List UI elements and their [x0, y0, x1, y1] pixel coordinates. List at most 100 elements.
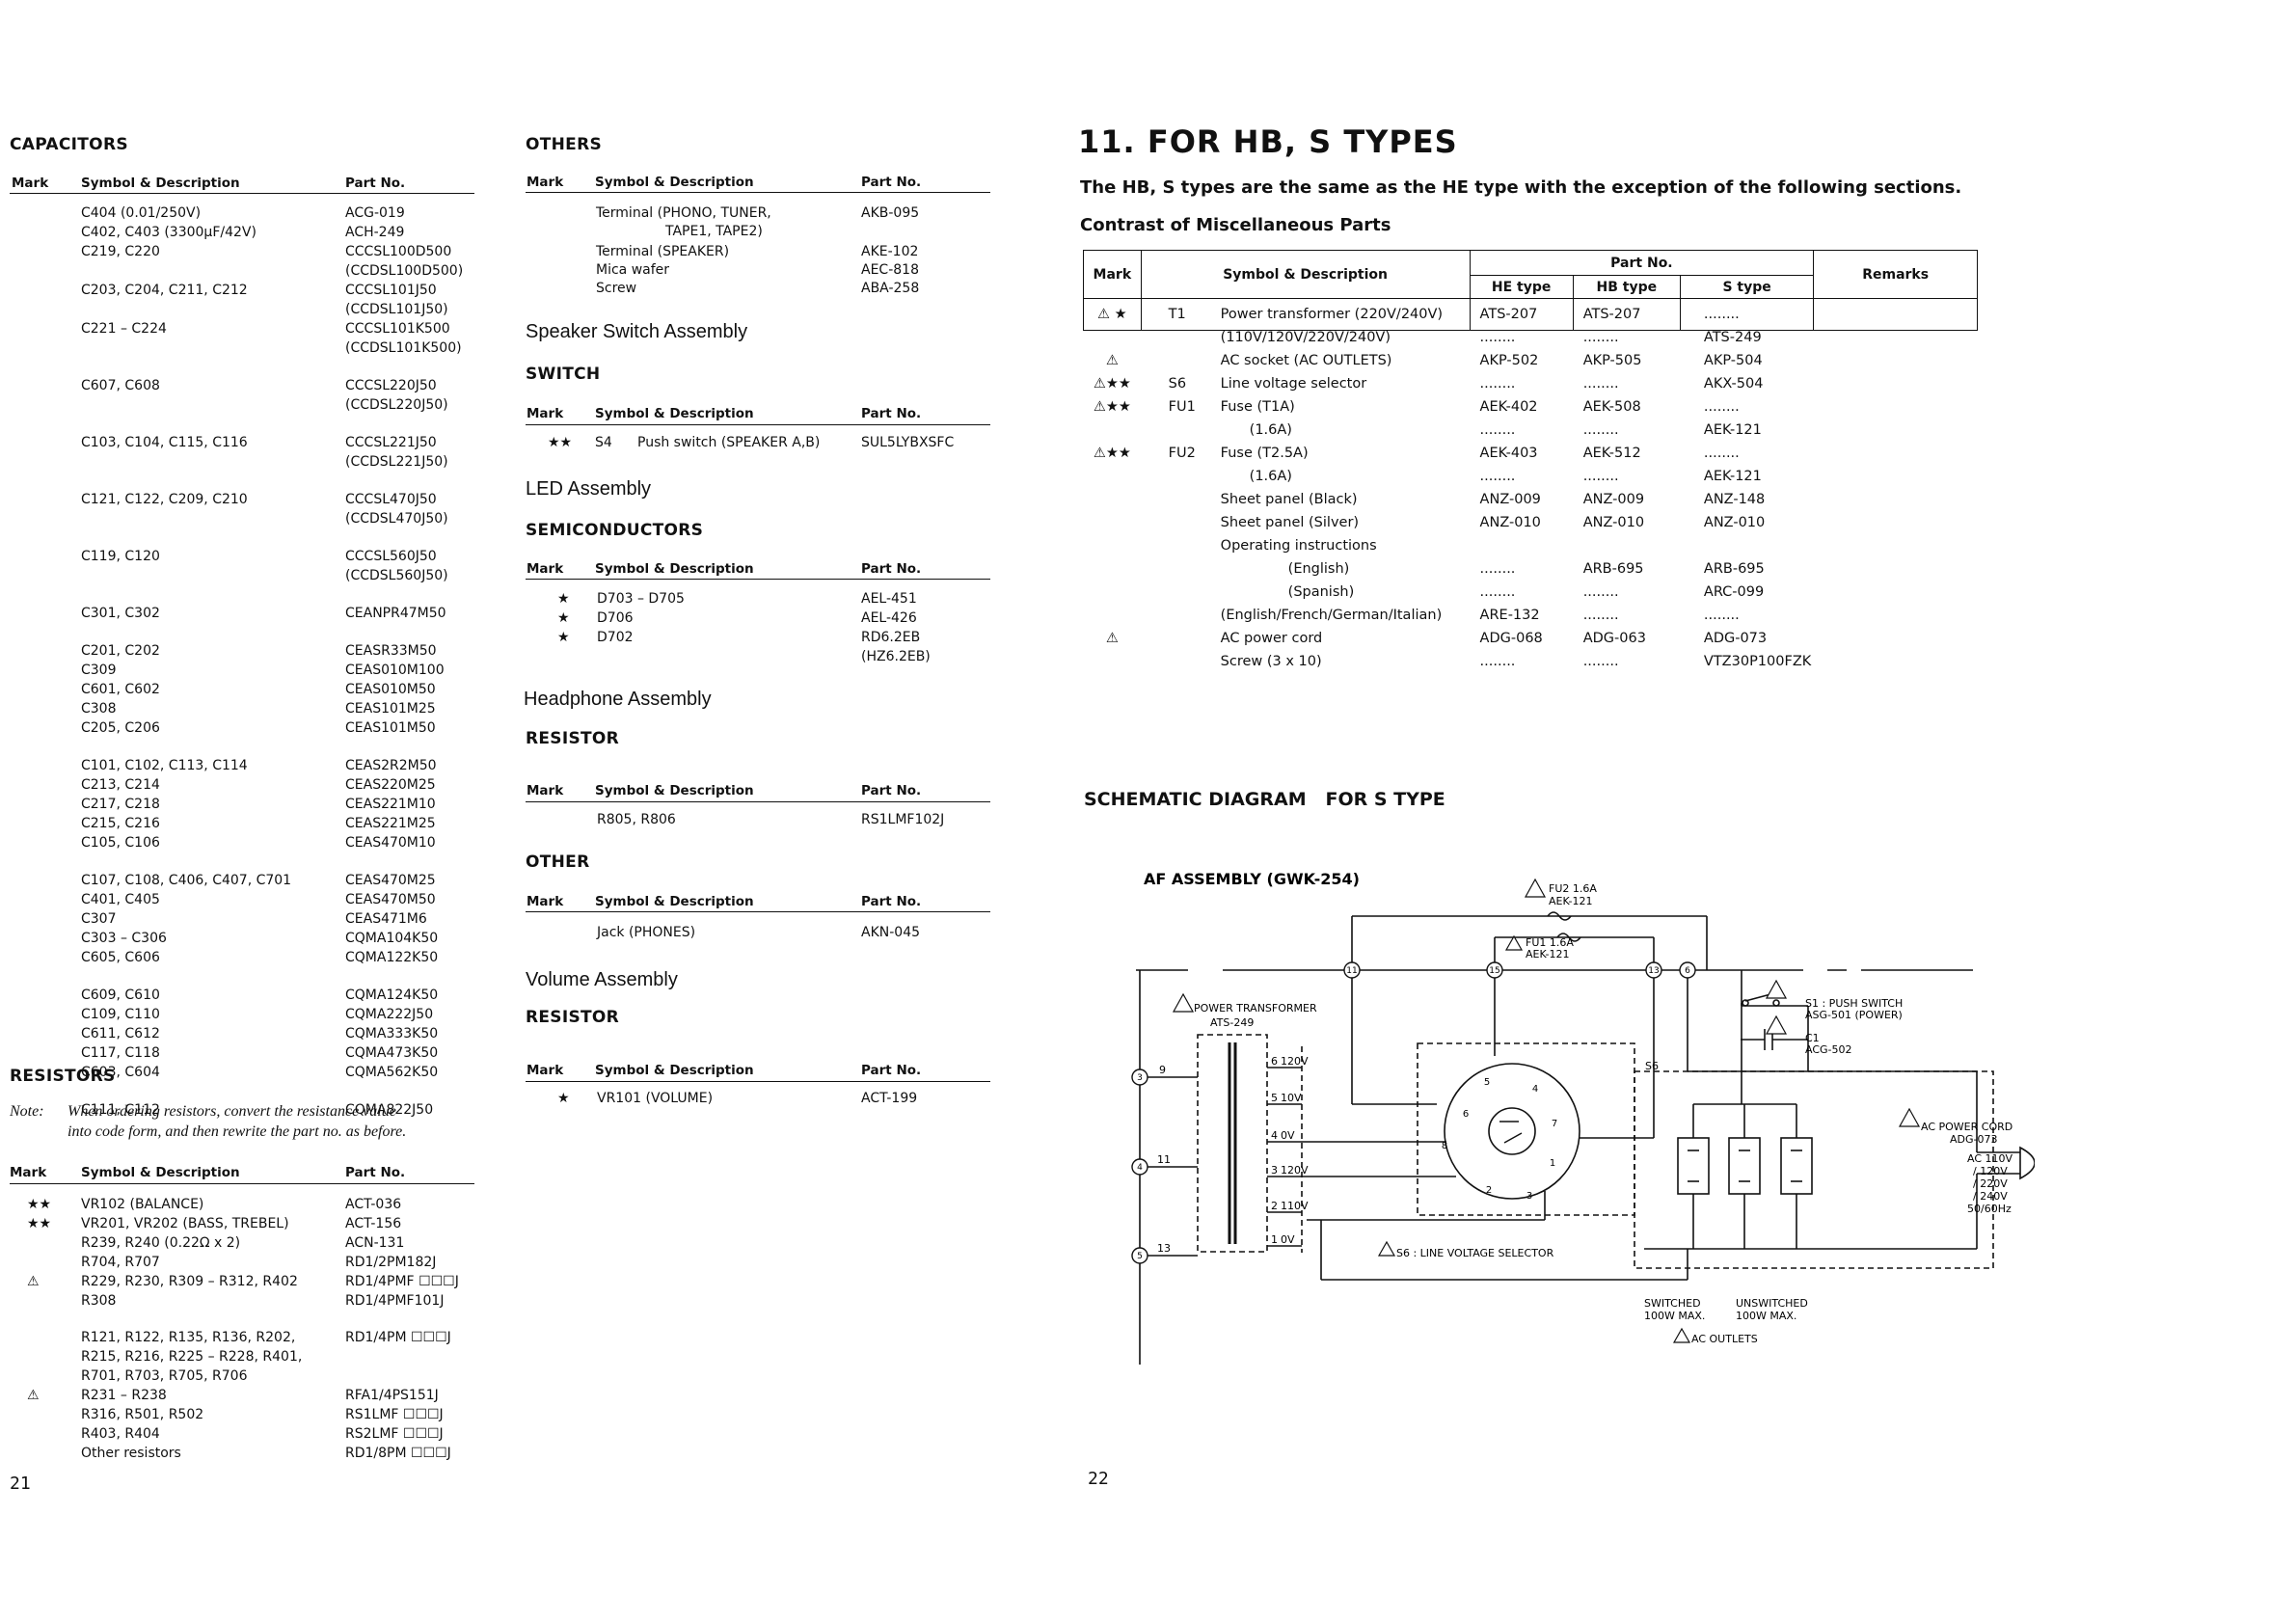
capacitor-partno: CEAS221M10: [345, 797, 436, 812]
speaker-row-symbol: S4: [595, 435, 612, 450]
table-hb-part: AKP-505: [1582, 353, 1642, 368]
table-hb-part: ........: [1582, 330, 1619, 345]
table-desc: Fuse (T1A): [1220, 399, 1295, 415]
led-desc: D706: [597, 610, 634, 626]
table-desc: (Spanish): [1287, 584, 1355, 600]
capacitor-desc: C105, C106: [81, 835, 160, 851]
speaker-row-partno: SUL5LYBXSFC: [861, 435, 955, 450]
transformer-part: ATS-249: [1210, 1016, 1254, 1029]
capacitor-desc: C309: [81, 663, 117, 678]
table-he-part: ARE-132: [1479, 608, 1540, 623]
headphone-row2-desc: Jack (PHONES): [597, 925, 696, 940]
resistor-partno: ACT-156: [345, 1216, 402, 1231]
speaker-header-rule: [526, 424, 990, 425]
tap-num: 5: [1271, 1092, 1278, 1104]
th-desc: Symbol & Description: [1140, 250, 1471, 299]
volume-header-desc: Symbol & Description: [595, 1063, 754, 1078]
table-s-part: ADG-073: [1703, 631, 1768, 646]
col-marks: ⚠ ★⚠⚠★★⚠★★⚠★★⚠: [1083, 298, 1142, 646]
table-hb-part: ARB-695: [1582, 561, 1644, 577]
resistors-note-line2: into code form, and then rewrite the par…: [68, 1123, 407, 1140]
led-sub: SEMICONDUCTORS: [526, 521, 704, 540]
primary-num: 9: [1159, 1064, 1166, 1076]
volume-row-mark: ★: [557, 1091, 570, 1106]
table-mark: [1086, 534, 1139, 557]
led-mark: ★: [557, 591, 570, 607]
th-he: HE type: [1469, 275, 1574, 299]
led-header-partno: Part No.: [861, 561, 922, 577]
schematic-diagram: 11 15 13 6 3 4 5 AF ASSEMBLY (GWK-254) F…: [1131, 870, 2035, 1365]
others-partno: AKE-102: [861, 244, 919, 259]
table-he-part: ........: [1479, 654, 1516, 669]
table-hb-part: ATS-207: [1582, 307, 1641, 322]
capacitor-desc: C401, C405: [81, 892, 160, 907]
resistor-mark: ★★: [27, 1216, 52, 1231]
resistor-mark: ⚠: [27, 1388, 40, 1403]
table-s-part: AKX-504: [1703, 376, 1764, 392]
capacitor-desc: C103, C104, C115, C116: [81, 435, 248, 450]
cap-header-desc: Symbol & Description: [81, 176, 240, 191]
assembly-label: AF ASSEMBLY (GWK-254): [1144, 870, 1360, 888]
table-he-part: ........: [1479, 376, 1516, 392]
table-he-part: AEK-403: [1479, 446, 1538, 461]
table-hb-part: [1583, 534, 1670, 557]
resistor-desc: Other resistors: [81, 1446, 181, 1461]
table-he-part: [1480, 534, 1563, 557]
tap-volt: 110V: [1281, 1200, 1309, 1212]
led-partno: AEL-451: [861, 591, 917, 607]
others-desc: Screw: [596, 281, 637, 296]
led-desc: D703 – D705: [597, 591, 685, 607]
col-hb: ATS-207........AKP-505........AEK-508...…: [1572, 298, 1681, 669]
capacitor-desc: C111, C112: [81, 1102, 160, 1118]
s1-part: ASG-501 (POWER): [1805, 1009, 1903, 1021]
resistor-partno: RFA1/4PS151J: [345, 1388, 439, 1403]
table-desc: (110V/120V/220V/240V): [1220, 330, 1391, 345]
schematic-title: SCHEMATIC DIAGRAM FOR S TYPE: [1084, 789, 1445, 810]
page-number-left: 21: [10, 1474, 31, 1494]
others-desc: Mica wafer: [596, 262, 670, 278]
table-he-part: ........: [1479, 422, 1516, 438]
page-number-right: 22: [1088, 1469, 1109, 1489]
outlets-label: AC OUTLETS: [1691, 1333, 1758, 1345]
table-hb-part: ........: [1582, 469, 1619, 484]
others-partno: AEC-818: [861, 262, 919, 278]
table-s-part: ANZ-148: [1703, 492, 1766, 507]
table-s-part: ........: [1703, 608, 1740, 623]
table-desc: Sheet panel (Silver): [1220, 515, 1360, 530]
table-desc: (English): [1287, 561, 1350, 577]
table-desc: (English/French/German/Italian): [1220, 608, 1443, 623]
capacitor-desc: C119, C120: [81, 549, 160, 564]
table-s-part: AKP-504: [1703, 353, 1763, 368]
table-s-part: ANZ-010: [1703, 515, 1766, 530]
capacitor-desc: C308: [81, 701, 117, 717]
capacitor-desc: C117, C118: [81, 1045, 160, 1061]
section-title: 11. FOR HB, S TYPES: [1078, 123, 1458, 160]
table-mark: [1086, 326, 1139, 349]
headphone-header-partno: Part No.: [861, 783, 922, 798]
table-he-part: ........: [1479, 469, 1516, 484]
capacitor-partno: CQMA333K50: [345, 1026, 439, 1041]
capacitor-partno: CQMA822J50: [345, 1102, 434, 1118]
capacitor-partno: CEAS2R2M50: [345, 758, 437, 773]
node-label: 5: [1137, 1252, 1143, 1261]
table-desc: Power transformer (220V/240V): [1220, 307, 1444, 322]
resistor-desc: R308: [81, 1293, 117, 1309]
table-desc: Operating instructions: [1220, 538, 1377, 554]
capacitor-partno: CCCSL101J50: [345, 283, 437, 298]
table-desc: Sheet panel (Black): [1220, 492, 1358, 507]
section-intro: The HB, S types are the same as the HE t…: [1080, 177, 1962, 198]
table-he-part: ........: [1479, 584, 1516, 600]
resistor-partno: RD1/8PM ☐☐☐J: [345, 1446, 451, 1461]
capacitor-partno: (CCDSL100D500): [345, 263, 464, 279]
th-s: S type: [1679, 275, 1815, 299]
volume-row-desc: VR101 (VOLUME): [597, 1091, 714, 1106]
resistor-partno: RS1LMF ☐☐☐J: [345, 1407, 444, 1422]
headphone-header-desc: Symbol & Description: [595, 783, 754, 798]
table-mark: [1086, 511, 1139, 534]
volume-header-mark: Mark: [527, 1063, 564, 1078]
resistor-desc: R231 – R238: [81, 1388, 167, 1403]
node-label: 11: [1346, 966, 1357, 976]
tap-num: 4: [1271, 1129, 1278, 1142]
resistor-desc: R701, R703, R705, R706: [81, 1368, 248, 1384]
